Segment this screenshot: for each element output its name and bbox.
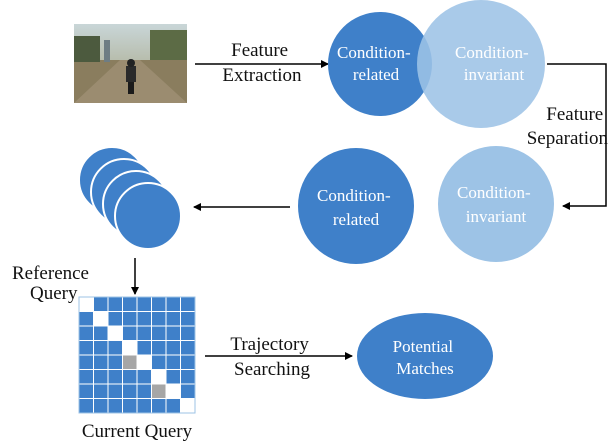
matrix-cell bbox=[136, 311, 152, 327]
matrix-cell bbox=[107, 354, 123, 370]
feature-separation-arrow bbox=[547, 63, 607, 210]
matrix-cell bbox=[122, 354, 138, 370]
matrix-cell bbox=[107, 296, 123, 312]
matrix-cell bbox=[107, 340, 123, 356]
matrix-cell bbox=[93, 311, 109, 327]
condition-invariant-circle bbox=[438, 146, 554, 262]
matrix-cell bbox=[78, 311, 94, 327]
matrix-cell bbox=[107, 311, 123, 327]
trajectory-searching-label: Trajectory Searching bbox=[230, 334, 313, 380]
matrix-cell bbox=[165, 325, 181, 341]
matrix-cell bbox=[165, 398, 181, 414]
matrix-cell bbox=[78, 296, 94, 312]
current-query-label: Current Query bbox=[82, 421, 193, 442]
matrix-cell bbox=[136, 354, 152, 370]
matrix-cell bbox=[136, 398, 152, 414]
matrix-cell bbox=[151, 383, 167, 399]
condition-invariant-label: Condition- invariant bbox=[457, 183, 535, 226]
matrix-cell bbox=[151, 311, 167, 327]
matrix-cell bbox=[93, 340, 109, 356]
venn-invariant-label: Condition- invariant bbox=[455, 43, 533, 84]
feature-stack bbox=[78, 146, 182, 250]
matrix-cell bbox=[151, 354, 167, 370]
reference-query-label: Reference Query bbox=[12, 263, 94, 304]
matrix-cell bbox=[180, 296, 196, 312]
matrix-cell bbox=[136, 296, 152, 312]
venn-diagram: Condition- related Condition- invariant bbox=[328, 0, 545, 128]
matrix-cell bbox=[165, 369, 181, 385]
matrix-cell bbox=[78, 383, 94, 399]
matrix-cell bbox=[122, 383, 138, 399]
input-image bbox=[74, 24, 187, 103]
matrix-cell bbox=[136, 369, 152, 385]
potential-matches-ellipse bbox=[357, 313, 493, 399]
matrix-cell bbox=[151, 296, 167, 312]
matrix-cell bbox=[122, 340, 138, 356]
matrix-cell bbox=[107, 325, 123, 341]
matrix-cell bbox=[122, 311, 138, 327]
matrix-cell bbox=[136, 383, 152, 399]
matrix-border bbox=[78, 296, 196, 414]
matrix-cell bbox=[180, 340, 196, 356]
matrix-cell bbox=[151, 340, 167, 356]
matrix-cell bbox=[93, 383, 109, 399]
matrix-cell bbox=[122, 369, 138, 385]
matrix-cell bbox=[93, 325, 109, 341]
matrix-cell bbox=[180, 369, 196, 385]
condition-related-circle bbox=[298, 148, 414, 264]
matrix-cell bbox=[93, 369, 109, 385]
matrix-cell bbox=[136, 340, 152, 356]
matrix-cell bbox=[180, 398, 196, 414]
feature-separation-label: Feature Separation bbox=[527, 104, 609, 149]
matrix-cell bbox=[107, 383, 123, 399]
matrix-cell bbox=[165, 340, 181, 356]
matrix-cell bbox=[93, 354, 109, 370]
matrix-cell bbox=[151, 369, 167, 385]
condition-related-label: Condition- related bbox=[317, 186, 395, 229]
matrix-cell bbox=[78, 369, 94, 385]
matrix-cell bbox=[78, 340, 94, 356]
matrix-cell bbox=[136, 325, 152, 341]
matrix-cell bbox=[165, 383, 181, 399]
venn-related-label: Condition- related bbox=[337, 43, 415, 84]
matrix-cell bbox=[180, 311, 196, 327]
matrix-cell bbox=[122, 398, 138, 414]
matrix-cell bbox=[107, 369, 123, 385]
feature-extraction-label: Feature Extraction bbox=[222, 40, 302, 86]
matrix-cell bbox=[165, 354, 181, 370]
matrix-cell bbox=[93, 398, 109, 414]
venn-related-circle bbox=[328, 12, 432, 116]
stack-circle bbox=[114, 182, 182, 250]
matrix-cell bbox=[122, 325, 138, 341]
matrix-cell bbox=[180, 383, 196, 399]
matrix-cell bbox=[151, 325, 167, 341]
similarity-matrix bbox=[78, 296, 196, 414]
matrix-cell bbox=[180, 325, 196, 341]
matrix-cell bbox=[151, 398, 167, 414]
venn-invariant-circle bbox=[417, 0, 545, 128]
matrix-cell bbox=[165, 296, 181, 312]
matrix-cell bbox=[107, 398, 123, 414]
matrix-cell bbox=[78, 354, 94, 370]
matrix-cell bbox=[93, 296, 109, 312]
matrix-cell bbox=[122, 296, 138, 312]
matrix-cell bbox=[165, 311, 181, 327]
matrix-cell bbox=[78, 325, 94, 341]
matrix-cell bbox=[180, 354, 196, 370]
matrix-cell bbox=[78, 398, 94, 414]
potential-matches-label: Potential Matches bbox=[393, 337, 458, 378]
